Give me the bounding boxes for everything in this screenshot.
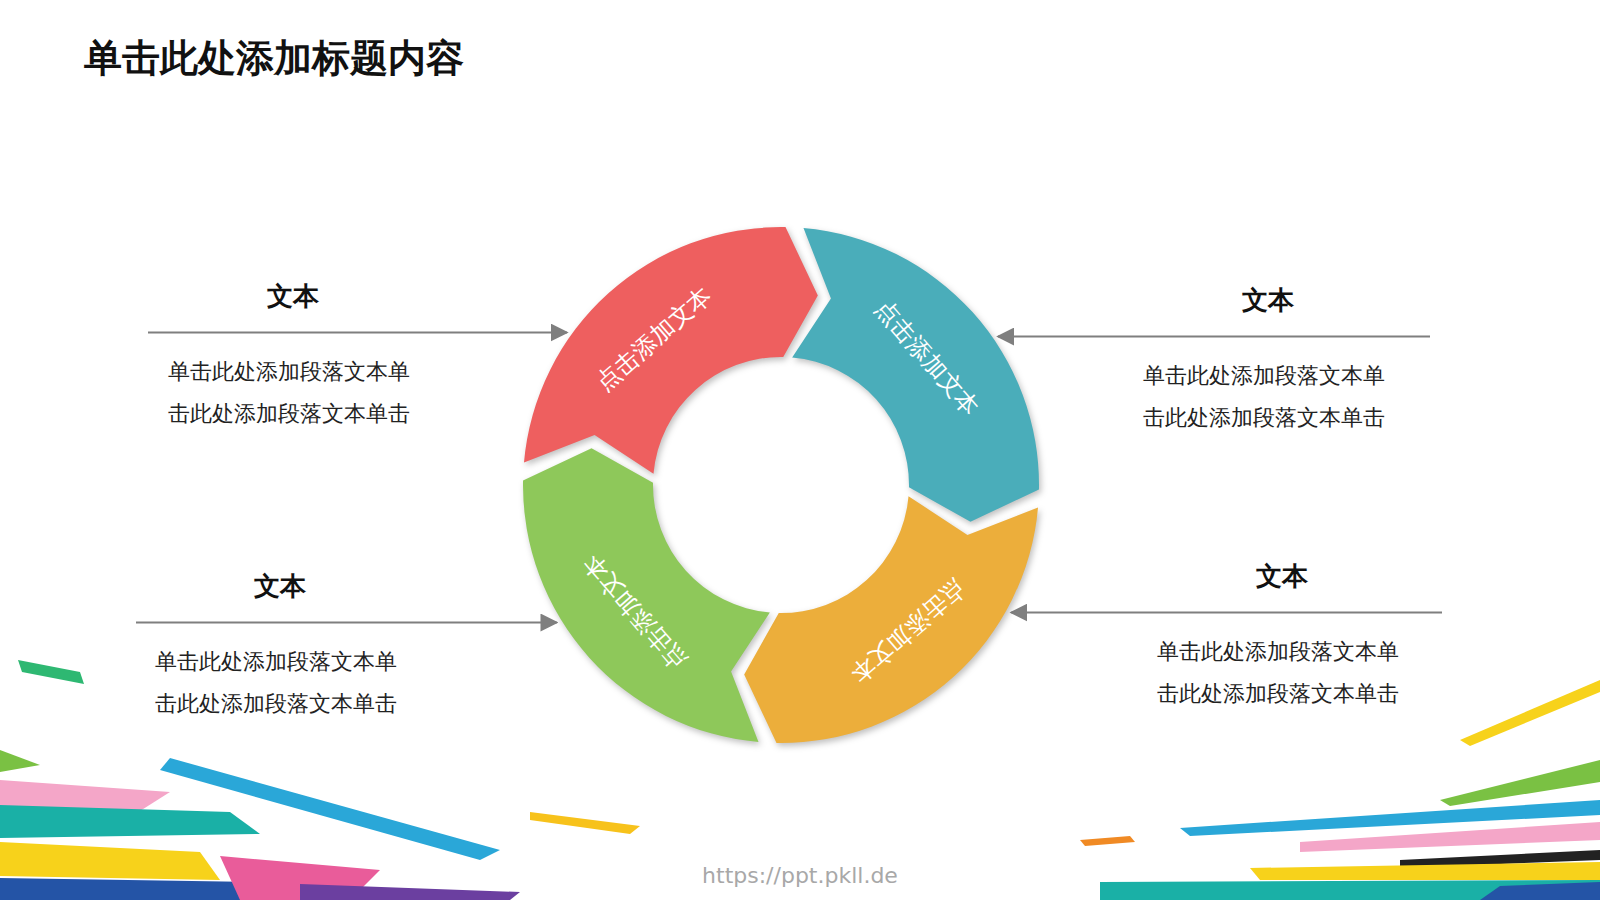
decor-stripe [1080,836,1135,846]
decor-stripe [300,884,520,900]
decor-stripe [1250,862,1600,880]
arrow-connector [998,336,1430,338]
block-body: 单击此处添加段落文本单 击此处添加段落文本单击 [168,351,419,435]
block-heading: 文本 [155,568,405,604]
segment-arrow [521,433,772,745]
segment-arrow [729,494,1041,745]
arrow-connector [1011,612,1442,614]
segment-shape [792,228,1039,522]
decor-stripe [0,750,40,772]
arrow-connector [148,332,567,334]
decor-stripe [160,758,500,860]
segment-arrow [790,225,1041,537]
cycle-segment: 点击添加文本 [790,225,1041,537]
text-block: 文本单击此处添加段落文本单 击此处添加段落文本单击 [148,278,448,435]
decor-stripe [530,812,640,834]
page-title: 单击此处添加标题内容 [84,34,464,82]
decor-stripe [1480,882,1600,900]
block-body: 单击此处添加段落文本单 击此处添加段落文本单击 [1157,631,1408,715]
cycle-segment: 点击添加文本 [729,494,1041,745]
block-heading: 文本 [168,278,418,314]
block-heading: 文本 [1143,282,1393,318]
decor-stripe [18,660,84,684]
decor-stripe [1300,822,1600,852]
arrow-connector [136,622,557,624]
decor-stripe [0,805,260,838]
cycle-segment: 点击添加文本 [521,433,772,745]
block-heading: 文本 [1157,558,1407,594]
watermark: https://ppt.pkll.de [0,862,1600,890]
decor-stripe [1460,680,1600,746]
segment-arrow [521,225,833,476]
decor-stripe [0,842,220,880]
segment-shape [744,496,1038,743]
cycle-segment: 点击添加文本 [521,225,833,476]
text-block: 文本单击此处添加段落文本单 击此处添加段落文本单击 [1137,558,1442,715]
decor-stripe [1440,760,1600,806]
decor-stripe [1100,880,1600,900]
block-body: 单击此处添加段落文本单 击此处添加段落文本单击 [155,641,406,725]
text-block: 文本单击此处添加段落文本单 击此处添加段落文本单击 [136,568,436,725]
block-body: 单击此处添加段落文本单 击此处添加段落文本单击 [1143,355,1394,439]
text-block: 文本单击此处添加段落文本单 击此处添加段落文本单击 [1123,282,1430,439]
segment-shape [524,227,818,474]
segment-shape [523,448,770,742]
